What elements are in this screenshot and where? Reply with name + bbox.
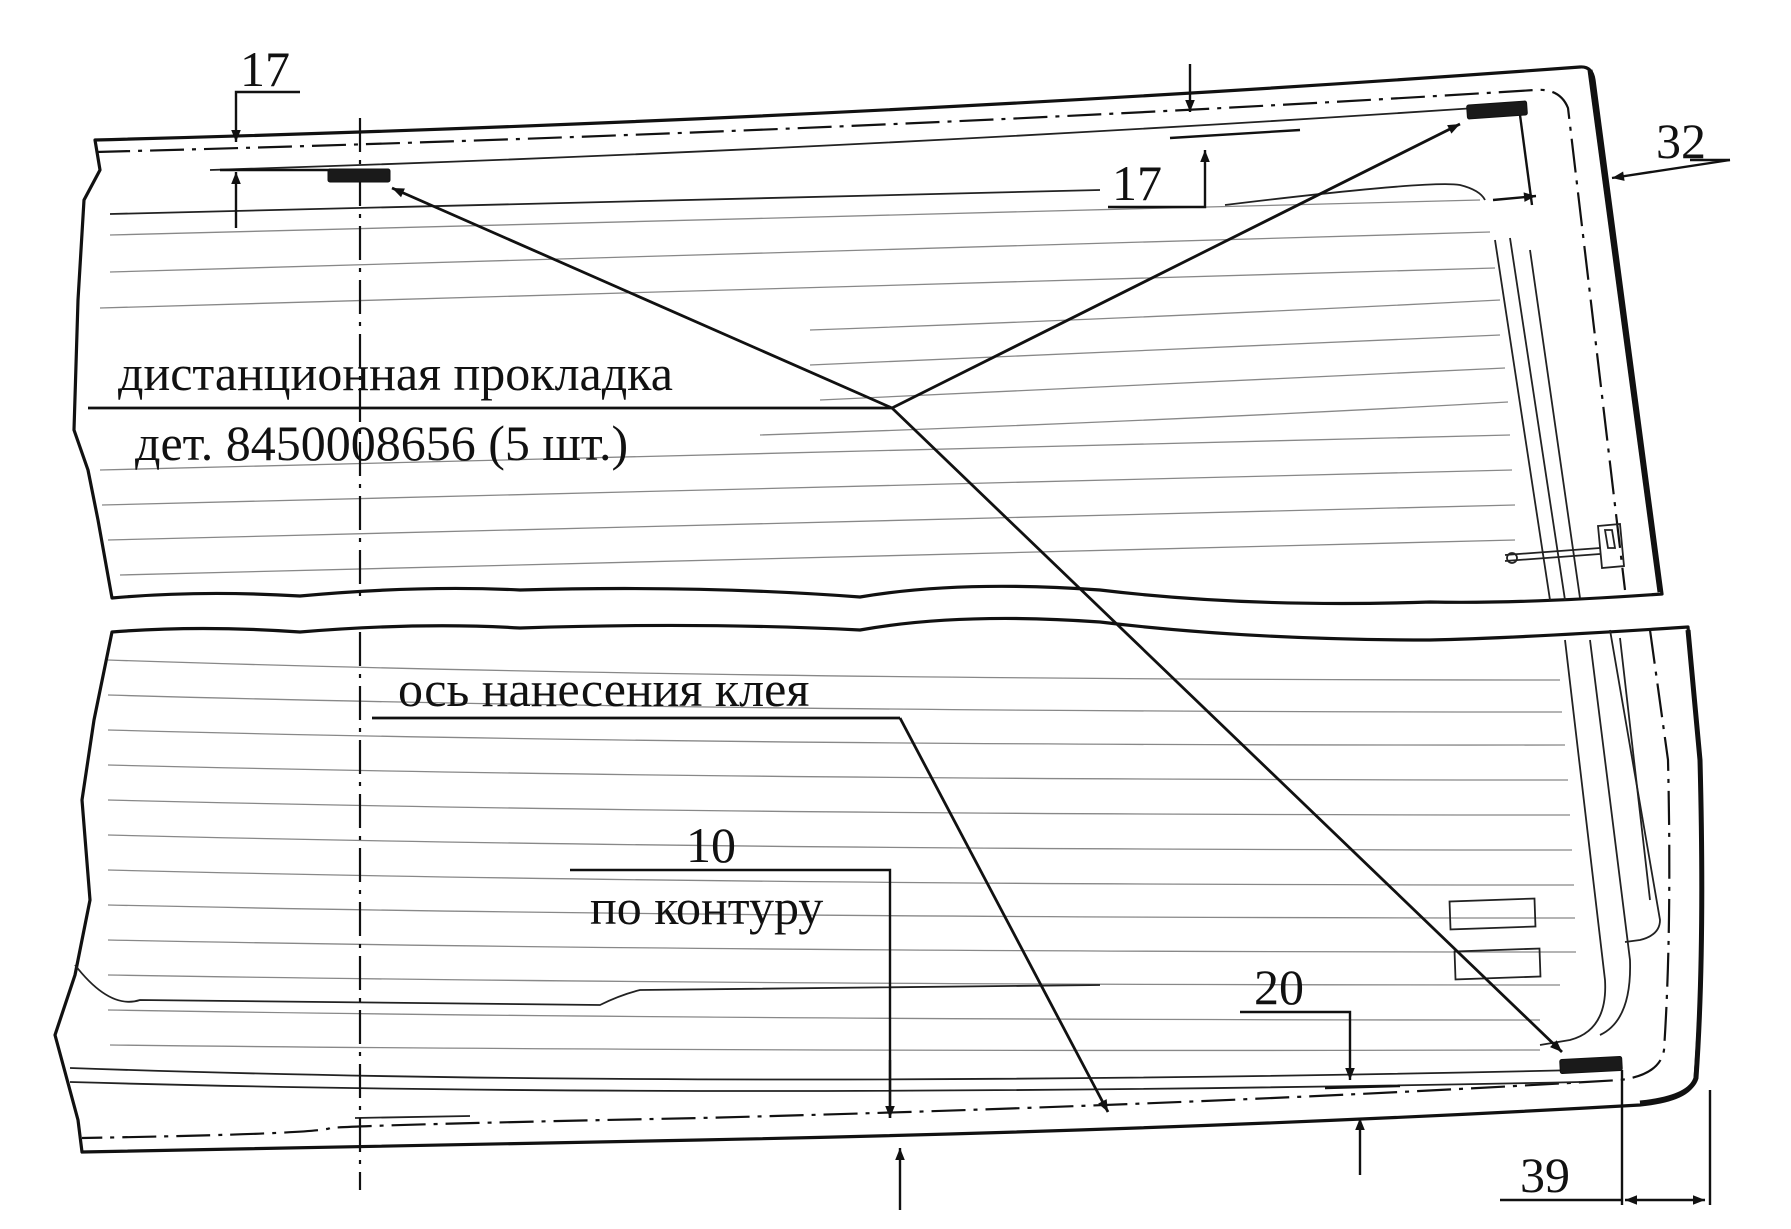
spacer-title-label: дистанционная прокладка	[118, 345, 673, 401]
spacer-pad-bottom-right	[1559, 1055, 1623, 1075]
dimension-20-bottom	[1240, 1010, 1401, 1175]
spacer-pad-top-right	[1466, 100, 1528, 120]
dim-39-bottom-right-value: 39	[1520, 1147, 1570, 1203]
leader-to-top-left-pad	[391, 186, 893, 410]
contour-value-label: 10	[686, 817, 736, 873]
leader-to-bottom-right-pad	[891, 406, 1563, 1054]
dim-17-top-right-value: 17	[1112, 155, 1162, 211]
leader-to-glue-axis	[898, 717, 1110, 1113]
glue-axis-label: ось нанесения клея	[398, 661, 809, 717]
glass-upper-outline	[72, 65, 1664, 606]
border-line-upper	[209, 104, 1521, 171]
spacer-pad-top-left	[327, 168, 391, 183]
dim-20-bottom-value: 20	[1254, 959, 1304, 1015]
bracket-fixture	[1504, 523, 1625, 569]
border-line-upper-2	[109, 189, 1101, 215]
border-line-lower	[69, 1067, 1581, 1081]
glue-axis-upper	[95, 88, 1627, 591]
sensor-area-2	[1453, 947, 1542, 981]
spacer-detail-label: дет. 8450008656 (5 шт.)	[135, 415, 628, 471]
dim-17-top-left-value: 17	[240, 41, 290, 97]
dimension-32-right	[1492, 114, 1731, 206]
glue-axis-lower	[81, 629, 1671, 1140]
glass-upper-right-edge	[1587, 69, 1663, 593]
glass-lower-fragment	[53, 616, 1705, 1190]
glass-lower-right-edge	[1639, 629, 1705, 1106]
dim-32-right-value: 32	[1656, 113, 1706, 169]
spacer-leaders	[88, 122, 1563, 1054]
glass-upper-fragment	[72, 65, 1664, 606]
dimension-10-contour	[570, 868, 905, 1210]
contour-text-label: по контуру	[590, 879, 823, 935]
dimension-17-top-right	[1108, 64, 1301, 209]
glass-lower-outline	[53, 616, 1704, 1154]
sensor-area-1	[1448, 897, 1537, 931]
dimension-39-bottom-right	[1500, 1070, 1712, 1205]
glue-axis-callout	[372, 716, 1110, 1113]
leader-to-top-right-pad	[891, 122, 1461, 410]
dimension-17-top-left	[220, 90, 330, 228]
